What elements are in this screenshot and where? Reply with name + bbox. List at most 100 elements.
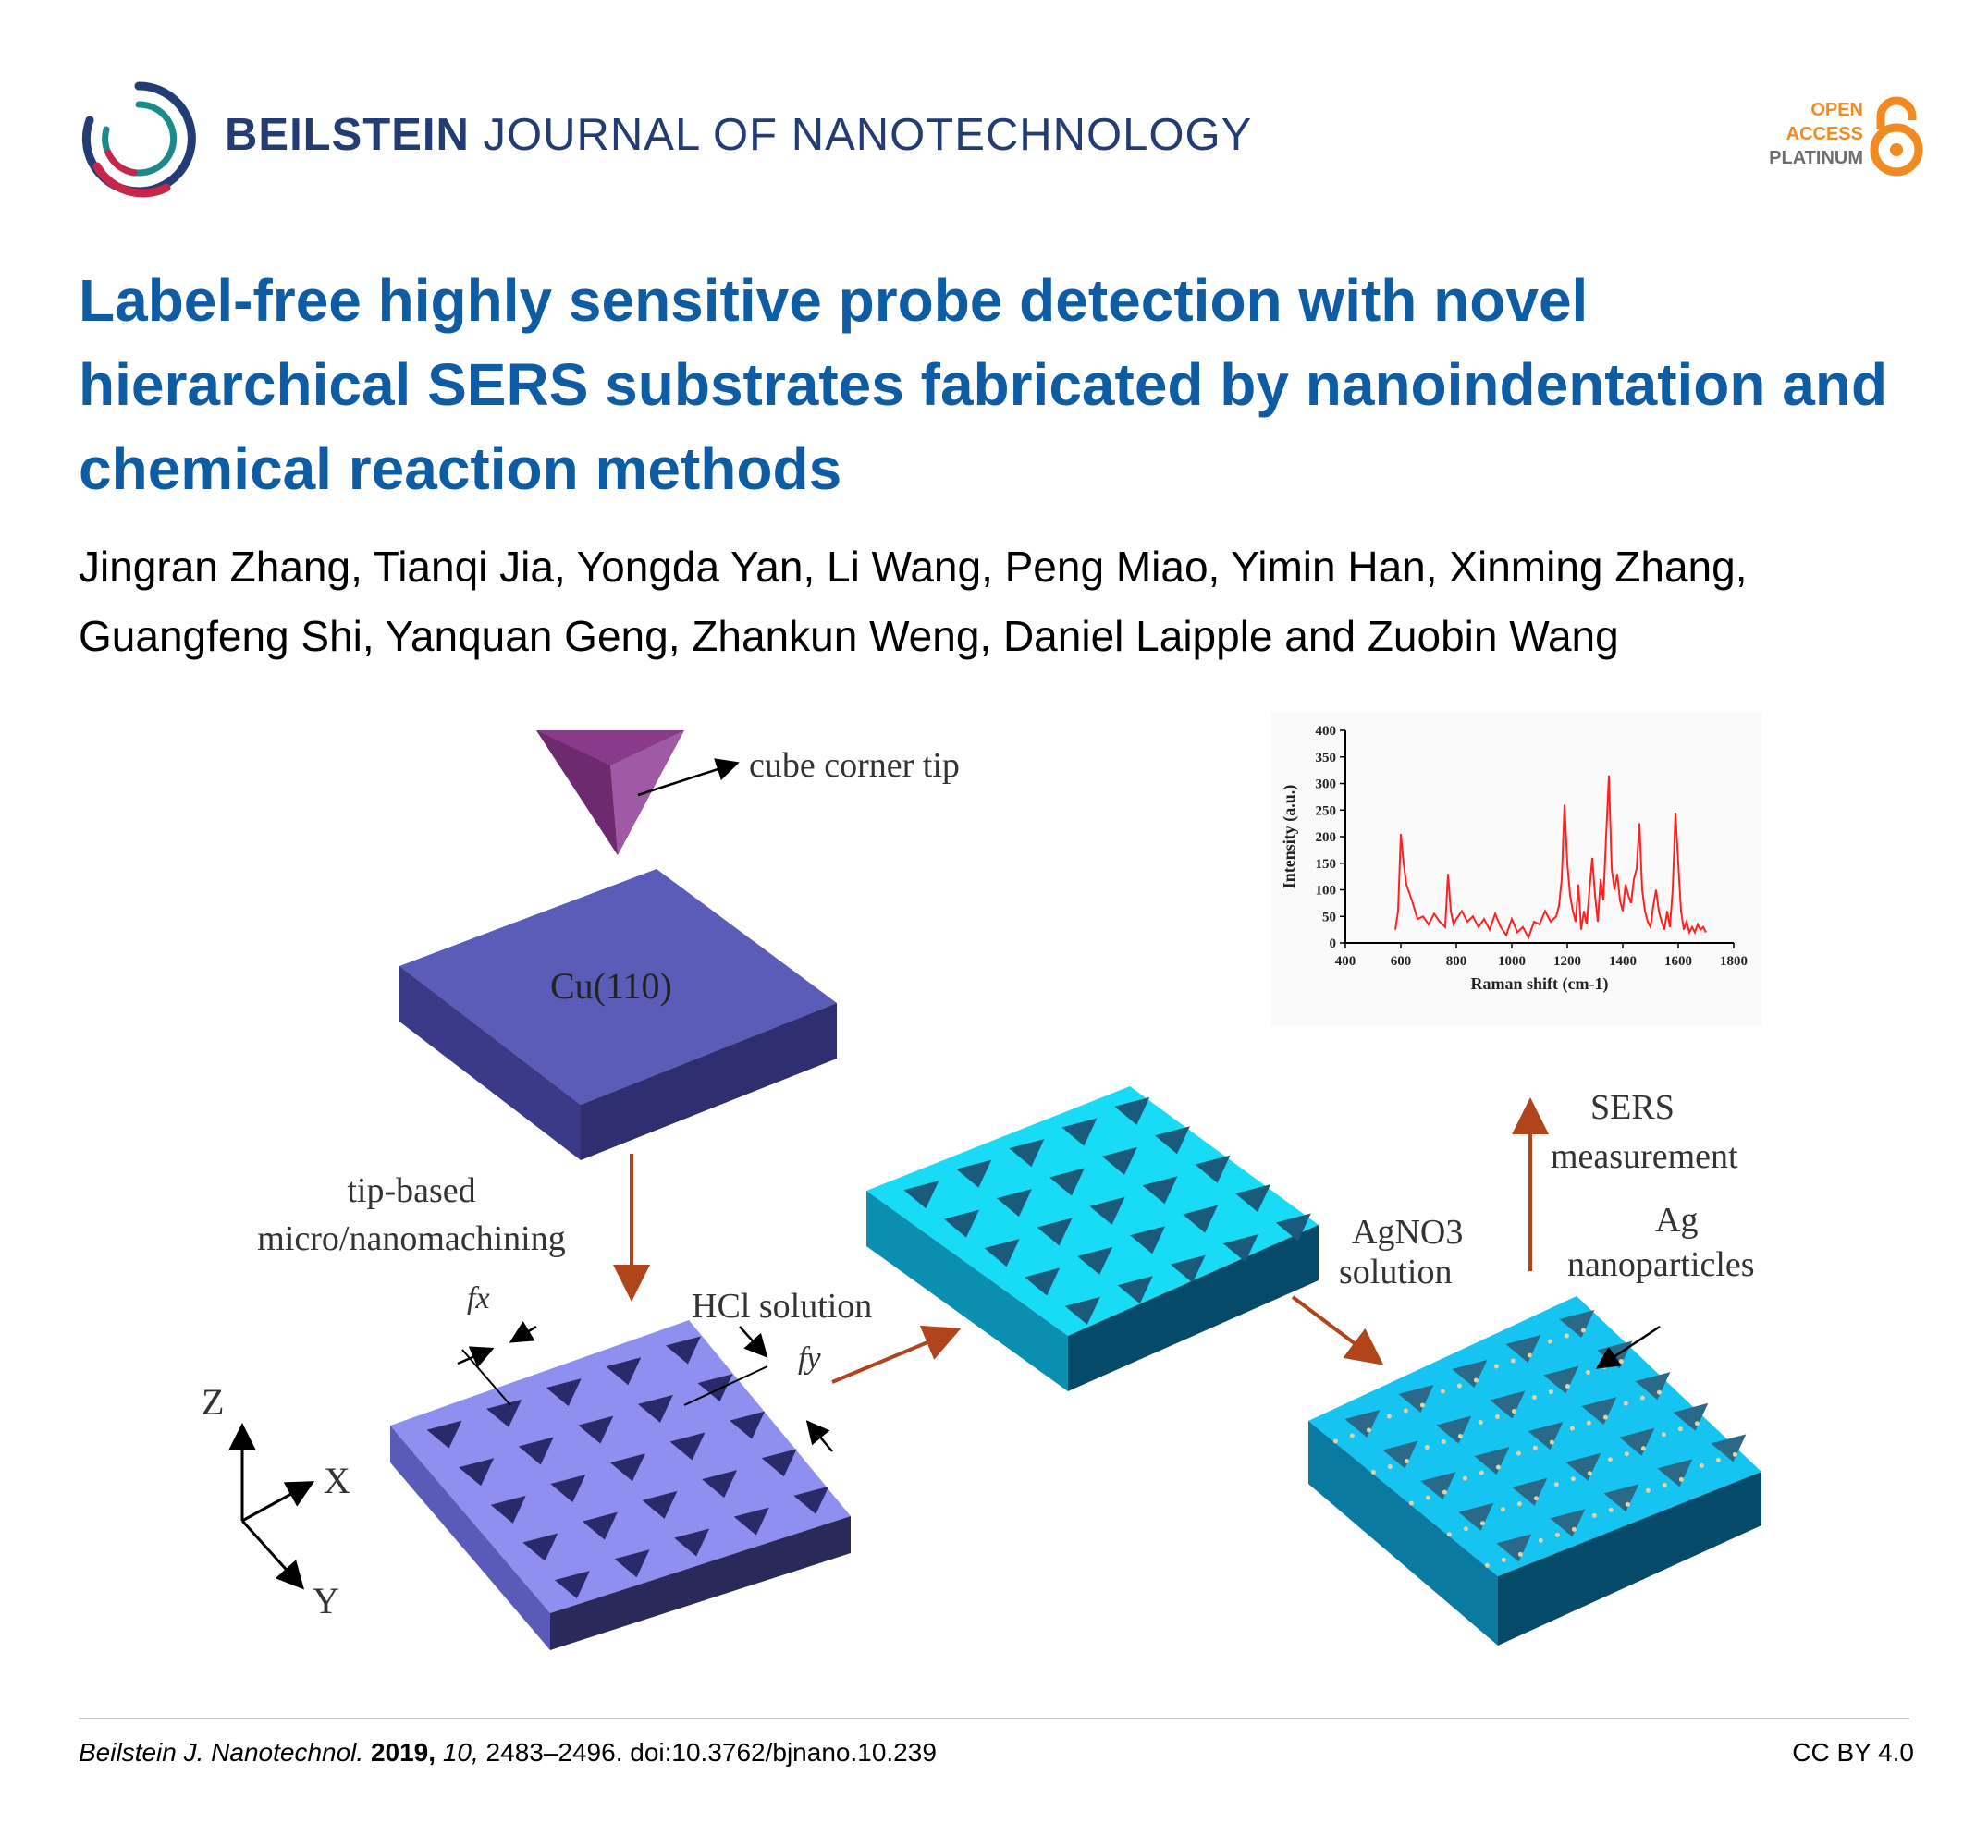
ag-nanoparticle [1532,1445,1538,1450]
open-access-lock-icon [1870,96,1923,177]
citation-pages-doi: 2483–2496. doi:10.3762/bjnano.10.239 [485,1738,937,1767]
indent-pit [1512,1477,1548,1506]
indent-pit [1581,1397,1617,1426]
ag-nanoparticle [1694,1421,1700,1426]
x-tick-label: 600 [1391,954,1412,969]
indent-pit [1064,1296,1100,1325]
indent-pit [730,1411,766,1439]
ag-nanoparticle [1591,1512,1597,1518]
indent-pit [665,1336,701,1365]
ag-nanoparticle [1456,1383,1462,1389]
indent-pit [1114,1096,1150,1125]
y-tick-label: 300 [1316,777,1337,792]
indent-pit [1170,1254,1206,1283]
cu-label: Cu(110) [550,965,672,1007]
pitted-block [390,1320,851,1650]
indent-pit [1505,1334,1541,1363]
ag-nanoparticle [1501,1557,1506,1562]
indent-pit [546,1378,582,1407]
indent-pit [793,1486,829,1514]
ag-nanoparticle [1404,1459,1409,1464]
etched-pits [903,1096,1311,1325]
indent-pit [582,1511,618,1540]
y-tick-label: 100 [1316,884,1337,899]
ag-nanoparticle [1408,1500,1414,1506]
indent-pit [1344,1409,1381,1438]
journal-logo-icon [81,81,196,198]
indent-pit [1130,1226,1166,1254]
indent-pit [1009,1139,1045,1168]
ag-nanoparticle [1479,1470,1484,1475]
y-tick-label: 150 [1316,857,1337,872]
ag-nanoparticle [1639,1395,1645,1401]
ag-nanoparticle [1478,1420,1483,1426]
indent-pit [1496,1534,1532,1562]
journal-name-rest: JOURNAL OF NANOTECHNOLOGY [469,110,1253,160]
raman-series-line [1394,775,1707,940]
indent-pit [1543,1365,1579,1394]
ag-nanoparticle [1585,1370,1590,1376]
ag-pits [1332,1309,1747,1568]
ag-nanoparticle [1699,1462,1704,1468]
indent-pit [490,1495,526,1524]
footer-rule [79,1718,1909,1719]
indent-pit [1635,1372,1671,1401]
ag-nanoparticle [1531,1395,1537,1401]
hcl-label: HCl solution [692,1287,872,1326]
y-tick-label: 250 [1316,803,1337,818]
indent-pit [459,1458,495,1487]
ag-nanoparticle [1332,1438,1338,1444]
indent-pit [1550,1509,1586,1537]
fy-arrow-bottom [805,1420,833,1452]
article-title: Label-free highly sensitive probe detect… [79,267,1888,502]
ag-nanoparticle [1645,1487,1651,1493]
ag-nanoparticle [1386,1414,1392,1419]
indent-pit [1037,1218,1073,1246]
ag-nanoparticle [1527,1352,1532,1358]
fy-guide-line [683,1365,768,1406]
article-authors: Jingran Zhang, Tianqi Jia, Yongda Yan, L… [79,543,1748,660]
ag-nanoparticle [1349,1433,1355,1438]
citation-journal: Beilstein J. Nanotechnol. [79,1738,364,1767]
ag-nanoparticle [1625,1501,1630,1507]
ag-nanoparticle [1608,1507,1614,1512]
x-tick-label: 1800 [1720,954,1748,969]
indent-pit [1077,1246,1113,1275]
ag-block [1308,1296,1761,1646]
indent-pit [1528,1422,1564,1450]
indent-pit [1235,1184,1271,1213]
ag-nanoparticle [1500,1507,1505,1512]
indent-pit [1382,1440,1418,1469]
ag-nanoparticle [1623,1401,1628,1406]
ag-nanoparticle [1440,1389,1445,1394]
ag-nanoparticle [1656,1389,1662,1395]
cube-corner-tip [536,730,684,855]
y-tick-label: 350 [1316,751,1337,765]
fx-arrow-right [509,1320,537,1343]
ag-nanoparticle [1571,1526,1577,1532]
step1-label-line1: tip-based [347,1171,475,1210]
ag-nanoparticle [1547,1339,1552,1344]
ag-label-line2: nanoparticles [1567,1245,1755,1284]
ag-nanoparticle [1446,1532,1452,1537]
graphical-abstract: cube corner tip Cu(110) tip-based micro/… [202,712,1761,1650]
tip-label: cube corner tip [749,746,960,785]
indent-pit [1490,1390,1526,1419]
ag-nanoparticle [1678,1476,1684,1482]
citation-year: 2019, [370,1738,436,1767]
oa-open: OPEN [1810,100,1863,120]
license: CC BY 4.0 [1792,1738,1914,1767]
ag-nanoparticle [1538,1537,1543,1543]
ag-nanoparticle [1441,1439,1446,1445]
cu-block [399,869,837,1160]
fx-arrow-left [457,1346,495,1368]
ag-nanoparticle [1624,1451,1629,1457]
indent-pit [1711,1434,1747,1462]
fy-label: fy [798,1341,821,1376]
indent-pit [1117,1276,1153,1304]
ag-nanoparticle [1457,1434,1463,1439]
ag-pointer-arrow [1595,1325,1661,1369]
ag-nanoparticle [1463,1526,1468,1532]
indent-pit [733,1507,769,1536]
coordinate-axes [228,1423,315,1590]
